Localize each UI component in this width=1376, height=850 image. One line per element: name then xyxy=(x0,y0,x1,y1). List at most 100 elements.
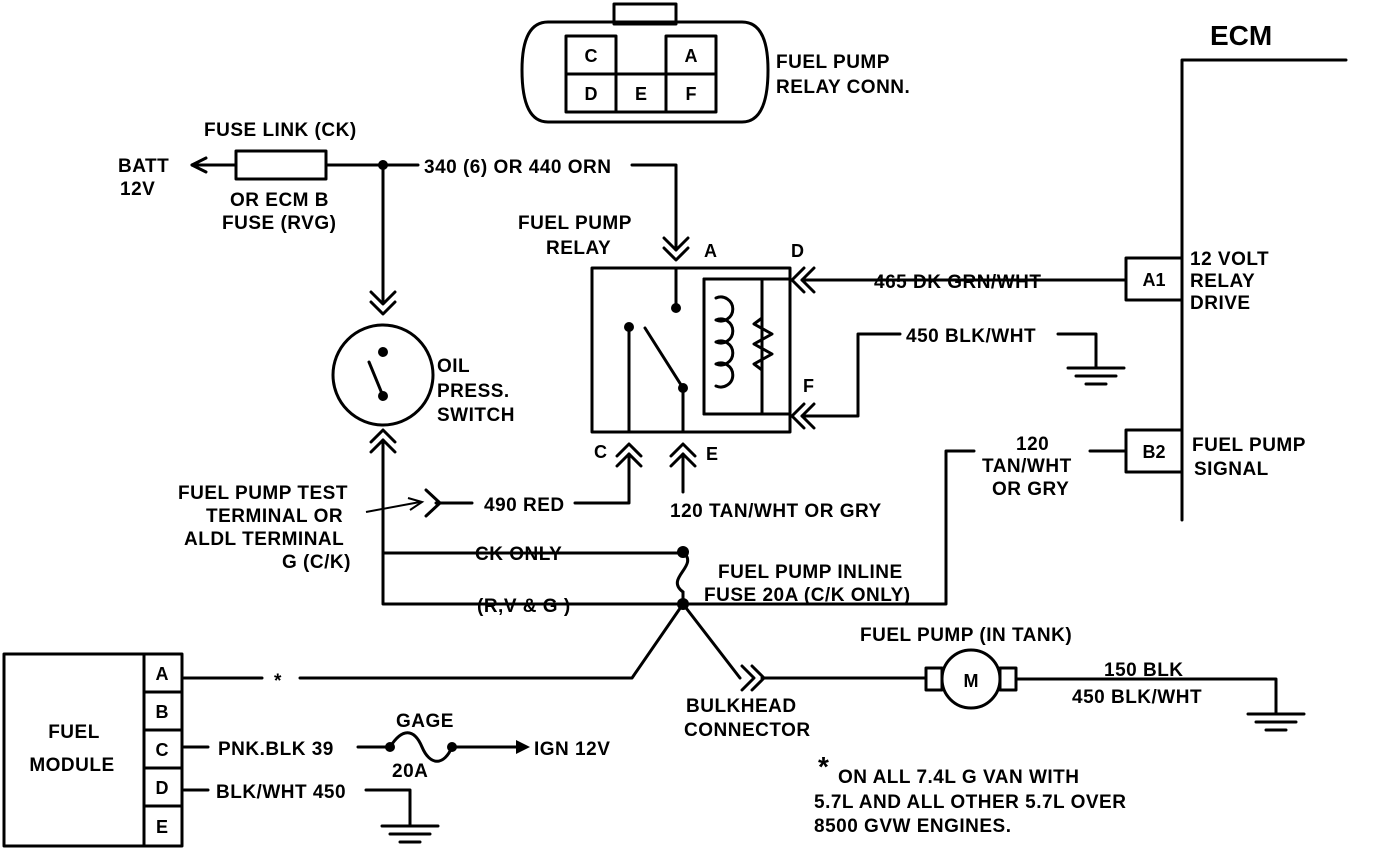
ecm-a1-label-3: DRIVE xyxy=(1190,293,1251,314)
relay-connector: C A D E F FUEL PUMP RELAY CONN. xyxy=(520,2,910,124)
fuel-module-box xyxy=(2,652,146,848)
arrow-head-icon xyxy=(516,740,530,754)
star-marker: * xyxy=(274,671,282,692)
ecm-pin-b2-box xyxy=(1124,428,1184,474)
ign-label: IGN 12V xyxy=(534,739,610,760)
batt-voltage-label: 12V xyxy=(120,179,155,200)
motor-symbol: M xyxy=(964,671,979,691)
footnote-line-1: ON ALL 7.4L G VAN WITH xyxy=(838,767,1079,788)
test-terminal-label-4: G (C/K) xyxy=(282,552,351,573)
wire-450-label: 450 BLK/WHT xyxy=(906,326,1036,347)
ecm-b2-label-2: SIGNAL xyxy=(1194,459,1269,480)
connector-shell xyxy=(520,20,770,124)
battery-feed: BATT 12V FUSE LINK (CK) OR ECM B FUSE (R… xyxy=(118,120,690,262)
connector-latch xyxy=(612,2,678,26)
module-pin-b: B xyxy=(156,702,169,722)
relay-connector-title-1: FUEL PUMP xyxy=(776,52,890,73)
gage-rating: 20A xyxy=(392,761,428,782)
relay-title-2: RELAY xyxy=(546,238,611,259)
relay-pin-f: F xyxy=(803,376,814,396)
ecm-a1-label-2: RELAY xyxy=(1190,271,1255,292)
ck-only-label: CK ONLY xyxy=(475,544,562,565)
footnote-star: * xyxy=(818,751,829,782)
footnote: * ON ALL 7.4L G VAN WITH 5.7L AND ALL OT… xyxy=(814,751,1126,837)
gage-fuse-symbol xyxy=(388,731,454,763)
rvg-label: (R,V & G ) xyxy=(477,596,571,617)
test-terminal-label-2: TERMINAL OR xyxy=(206,506,343,527)
ecm-a1-label-1: 12 VOLT xyxy=(1190,249,1269,270)
fuel-module: FUEL MODULE A B C D E PNK.BLK 39 BLK/WHT… xyxy=(2,652,440,848)
wire-450b-label: 450 BLK/WHT xyxy=(1072,687,1202,708)
relay-pin-a: A xyxy=(704,241,717,261)
oil-switch-label-2: PRESS. xyxy=(437,381,510,402)
test-terminal-label-1: FUEL PUMP TEST xyxy=(178,483,348,504)
gage-fuse: GAGE IGN 12V 20A xyxy=(356,711,610,782)
relay-coil xyxy=(714,295,735,389)
ecm: ECM A1 12 VOLT RELAY DRIVE B2 FUEL PUMP … xyxy=(1124,20,1348,522)
wire-340-label: 340 (6) OR 440 ORN xyxy=(424,157,611,178)
connector-pin-a: A xyxy=(685,46,698,66)
ecm-pin-a1-box xyxy=(1124,256,1184,302)
wire-120b-label-2: TAN/WHT xyxy=(982,456,1072,477)
relay-title-1: FUEL PUMP xyxy=(518,213,632,234)
relay-pin-d: D xyxy=(791,241,804,261)
bulkhead-label-1: BULKHEAD xyxy=(686,696,797,717)
fuel-pump-motor xyxy=(940,648,1002,710)
inline-fuse-label-2: FUSE 20A (C/K ONLY) xyxy=(704,585,911,606)
oil-switch-label-3: SWITCH xyxy=(437,405,515,426)
fuel-module-label-2: MODULE xyxy=(29,755,114,776)
fuse-link-alt-2: FUSE (RVG) xyxy=(222,213,336,234)
module-pin-e: E xyxy=(156,817,168,837)
relay-pin-c: C xyxy=(594,442,607,462)
fuel-module-label-1: FUEL xyxy=(48,722,100,743)
wire-120-label: 120 TAN/WHT OR GRY xyxy=(670,501,882,522)
module-pin-a: A xyxy=(156,664,169,684)
wire-120b-label-1: 120 xyxy=(1016,434,1049,455)
oil-pressure-switch: OIL PRESS. SWITCH CK ONLY (R,V & G ) xyxy=(331,163,592,617)
fuse-link-symbol xyxy=(234,149,328,181)
bulkhead-label-2: CONNECTOR xyxy=(684,720,811,741)
ecm-pin-b2: B2 xyxy=(1142,442,1165,462)
inline-fuse-label-1: FUEL PUMP INLINE xyxy=(718,562,903,583)
fuel-pump-relay: FUEL PUMP RELAY A D F C E 465 DK GRN/WHT… xyxy=(424,213,1128,522)
arrow-head-icon xyxy=(190,156,208,174)
ecm-pin-a1: A1 xyxy=(1142,270,1165,290)
footnote-line-2: 5.7L AND ALL OTHER 5.7L OVER xyxy=(814,792,1126,813)
wire-pnk-label: PNK.BLK 39 xyxy=(218,739,334,760)
inline-fuse-symbol xyxy=(675,550,690,594)
oil-switch-body xyxy=(331,323,435,427)
ecm-title: ECM xyxy=(1210,20,1272,51)
gage-title: GAGE xyxy=(396,711,454,732)
connector-pin-d: D xyxy=(585,84,598,104)
wire-150-label: 150 BLK xyxy=(1104,660,1184,681)
inline-fuse: FUEL PUMP INLINE FUSE 20A (C/K ONLY) 120… xyxy=(588,434,1128,610)
wire-blk-label: BLK/WHT 450 xyxy=(216,782,346,803)
connector-pin-e: E xyxy=(635,84,647,104)
connector-chevron-icon xyxy=(662,236,690,262)
connector-chevron-icon xyxy=(369,290,397,316)
oil-switch-label-1: OIL xyxy=(437,356,470,377)
relay-pin-e: E xyxy=(706,444,718,464)
wire-490-label: 490 RED xyxy=(484,495,565,516)
connector-chevron-icon xyxy=(424,488,442,518)
test-terminal: FUEL PUMP TEST TERMINAL OR ALDL TERMINAL… xyxy=(178,483,425,573)
relay-resistor xyxy=(752,302,774,382)
connector-pin-c: C xyxy=(585,46,598,66)
wire-120b-label-3: OR GRY xyxy=(992,479,1069,500)
relay-contact-arm xyxy=(643,326,685,390)
ecm-outline xyxy=(1180,58,1348,522)
connector-pin-f: F xyxy=(686,84,697,104)
fuse-link-alt-1: OR ECM B xyxy=(230,190,329,211)
fuel-pump-circuit: * BULKHEAD CONNECTOR FUEL PUMP (IN TANK)… xyxy=(182,602,1306,741)
fuel-pump-title: FUEL PUMP (IN TANK) xyxy=(860,625,1072,646)
wire-465-label: 465 DK GRN/WHT xyxy=(874,272,1041,293)
relay-box xyxy=(590,266,792,434)
test-terminal-label-3: ALDL TERMINAL xyxy=(184,529,344,550)
relay-connector-title-2: RELAY CONN. xyxy=(776,77,910,98)
ecm-b2-label-1: FUEL PUMP xyxy=(1192,435,1306,456)
module-pin-c: C xyxy=(156,740,169,760)
fuse-link-title: FUSE LINK (CK) xyxy=(204,120,357,141)
module-pin-d: D xyxy=(156,778,169,798)
batt-label: BATT xyxy=(118,156,169,177)
